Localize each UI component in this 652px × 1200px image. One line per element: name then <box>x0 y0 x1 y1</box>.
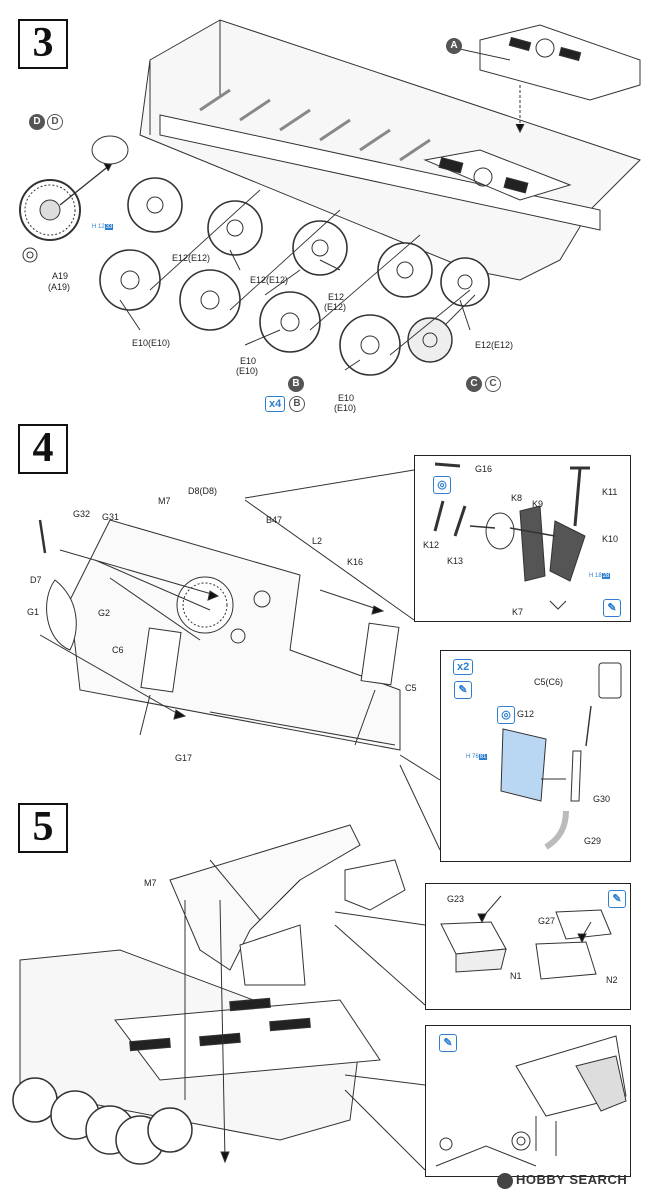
paint-brush-icon: ✎ <box>454 681 472 699</box>
label-c5: C5 <box>405 683 417 693</box>
label-e10-2a: E10 <box>240 356 257 366</box>
label-d8: D8(D8) <box>188 486 218 496</box>
label-e12-2: E12(E12) <box>250 275 289 285</box>
detail-inset-rear-corner: ✎ <box>425 1025 631 1177</box>
paint-ref-inset2: H 7681 <box>466 754 488 760</box>
callout-A: A <box>446 38 462 54</box>
label-g1: G1 <box>27 607 40 617</box>
label-g27: G27 <box>538 916 556 926</box>
label-k10: K10 <box>602 534 619 544</box>
glue-icon: ◎ <box>433 476 451 494</box>
label-k7: K7 <box>512 607 524 617</box>
paint-brush-icon: ✎ <box>608 890 626 908</box>
detail-inset-exhaust: x2 ✎ C5(C6) ◎ G12 H 7681 G30 G29 <box>440 650 631 862</box>
label-e12-3b: (E12) <box>324 302 347 312</box>
label-k9: K9 <box>532 499 544 509</box>
label-k8: K8 <box>511 493 523 503</box>
label-e12-3a: E12 <box>328 292 345 302</box>
label-g12: G12 <box>517 709 535 719</box>
callout-C: C <box>466 376 482 392</box>
label-e12-1: E12(E12) <box>172 253 211 263</box>
label-n1: N1 <box>510 971 522 981</box>
label-d7: D7 <box>30 575 42 585</box>
label-g30: G30 <box>593 794 611 804</box>
label-g16: G16 <box>475 464 493 474</box>
step-number-3: 3 <box>18 19 68 69</box>
label-e10-1: E10(E10) <box>132 338 171 348</box>
hobby-search-watermark: HOBBY SEARCH <box>497 1172 627 1189</box>
label-e12-4: E12(E12) <box>475 340 514 350</box>
hobby-search-logo-icon <box>497 1172 513 1189</box>
boxes-drawing <box>440 895 612 980</box>
label-e10-2b: (E10) <box>236 366 259 376</box>
label-k11: K11 <box>602 487 618 497</box>
detail-inset-k-parts: ◎ G16 K8 K9 K11 K12 K13 K10 H 1828 K7 ✎ <box>414 455 631 622</box>
callout-D: D <box>29 114 45 130</box>
label-k13: K13 <box>447 556 464 566</box>
label-g2: G2 <box>98 608 111 618</box>
label-e10-3a: E10 <box>338 393 355 403</box>
callout-D-paren: D <box>47 114 63 130</box>
callout-C-paren: C <box>485 376 501 392</box>
label-l2: L2 <box>312 536 323 546</box>
label-g31: G31 <box>102 512 120 522</box>
label-g23: G23 <box>447 894 465 904</box>
label-a19-paren: (A19) <box>48 282 71 292</box>
label-b47: B47 <box>266 515 283 525</box>
label-n2: N2 <box>606 975 618 985</box>
label-g29: G29 <box>584 836 602 846</box>
label-a19: A19 <box>52 271 69 281</box>
label-g32: G32 <box>73 509 91 519</box>
exhaust-drawing <box>500 662 622 850</box>
label-m7: M7 <box>158 496 171 506</box>
rear-corner-drawing <box>435 1035 627 1167</box>
label-g17: G17 <box>175 753 193 763</box>
step-number-4: 4 <box>18 424 68 474</box>
label-c5c6: C5(C6) <box>534 677 564 687</box>
quantity-x4: x4 <box>265 396 286 412</box>
label-e10-3b: (E10) <box>334 403 357 413</box>
label-k12: K12 <box>423 540 440 550</box>
step-number-5: 5 <box>18 803 68 853</box>
quantity-x2: x2 <box>453 659 474 675</box>
label-k16: K16 <box>347 557 364 567</box>
callout-B: B <box>288 376 304 392</box>
k-parts-drawing <box>433 462 590 610</box>
detail-inset-boxes: G23 G27 ✎ N1 N2 <box>425 883 631 1010</box>
paint-brush-icon: ✎ <box>439 1034 457 1052</box>
glue-icon: ◎ <box>497 706 515 724</box>
label-m7-step5: M7 <box>144 878 157 888</box>
callout-B-paren: B <box>289 396 305 412</box>
paint-ref-step3: H 1233 <box>92 224 114 230</box>
label-c6: C6 <box>112 645 124 655</box>
paint-ref-inset1: H 1828 <box>589 573 611 579</box>
paint-brush-icon: ✎ <box>603 599 621 617</box>
